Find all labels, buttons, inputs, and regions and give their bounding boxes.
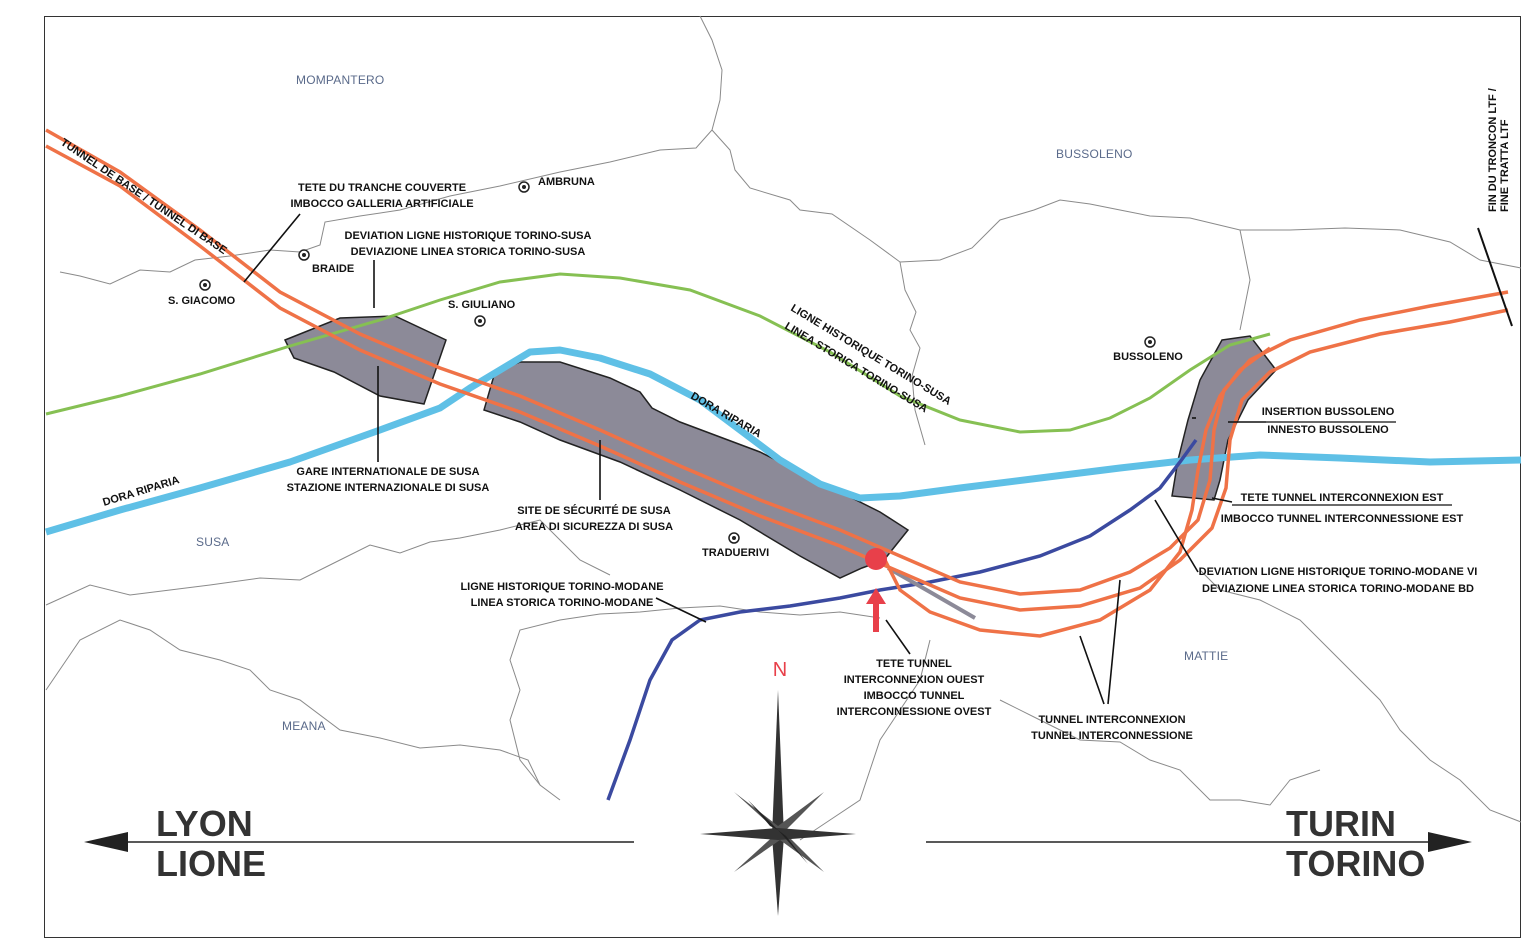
direction-lione: LIONE (156, 843, 266, 884)
compass-north-label: N (773, 659, 787, 681)
place-traduerivi: TRADUERIVI (702, 547, 769, 559)
historic-line-torino-modane (606, 438, 1198, 801)
place-braide: BRAIDE (312, 263, 354, 275)
label-insertion-1: INSERTION BUSSOLENO (1262, 406, 1395, 418)
label-site-1: SITE DE SÉCURITÉ DE SUSA (517, 504, 670, 517)
label-tete-ouest-1: TETE TUNNEL (876, 658, 952, 670)
direction-torino: TORINO (1286, 843, 1425, 884)
label-deviation-susa-1: DEVIATION LIGNE HISTORIQUE TORINO-SUSA (345, 230, 592, 242)
label-tunnel-inter-2: TUNNEL INTERCONNESSIONE (1031, 730, 1193, 742)
label-dev-modane-2: DEVIAZIONE LINEA STORICA TORINO-MODANE B… (1202, 583, 1474, 595)
label-modane-2: LINEA STORICA TORINO-MODANE (471, 597, 654, 609)
braide-marker (298, 249, 310, 261)
town-susa: SUSA (196, 535, 229, 549)
insertion-site-polygon (1171, 335, 1277, 501)
label-ligne-susa-1: LIGNE HISTORIQUE TORINO-SUSA (788, 302, 953, 407)
ambruna-marker (518, 181, 530, 193)
securite-site-polygon (483, 361, 910, 579)
west-arrow-icon (84, 832, 128, 852)
town-meana: MEANA (282, 719, 326, 733)
label-ligne-susa-2: LINEA STORICA TORINO-SUSA (782, 320, 929, 415)
label-fin-1: FIN DU TRONCON LTF / (1487, 88, 1499, 212)
label-tete-ouest-2: INTERCONNEXION OUEST (844, 674, 985, 686)
deviation-modane-segment (887, 566, 977, 620)
label-site-2: AREA DI SICUREZZA DI SUSA (515, 521, 673, 533)
tunnel-interconnexion (882, 346, 1272, 638)
place-markers (199, 181, 1156, 544)
label-dev-modane-1: DEVIATION LIGNE HISTORIQUE TORINO-MODANE… (1199, 566, 1478, 578)
label-tete-ouest-4: INTERCONNESSIONE OVEST (837, 706, 992, 718)
traduerivi-marker (728, 532, 740, 544)
tete-ouest-marker (865, 548, 887, 632)
east-arrow-icon (1428, 832, 1472, 852)
town-bussoleno: BUSSOLENO (1056, 147, 1133, 161)
municipal-boundaries (45, 15, 1522, 841)
label-tete-tranche-1: TETE DU TRANCHE COUVERTE (298, 182, 466, 194)
label-modane-1: LIGNE HISTORIQUE TORINO-MODANE (460, 581, 663, 593)
label-gare-1: GARE INTERNATIONALE DE SUSA (296, 466, 479, 478)
fin-troncon-line (1477, 227, 1513, 327)
direction-lyon: LYON (156, 803, 253, 844)
label-tete-ouest-3: IMBOCCO TUNNEL (864, 690, 965, 702)
label-tete-tranche-2: IMBOCCO GALLERIA ARTIFICIALE (290, 198, 473, 210)
s-giacomo-marker (199, 279, 211, 291)
label-fin-2: FINE TRATTA LTF (1499, 119, 1511, 212)
gare-site-polygon (283, 315, 447, 405)
label-tunnel-inter-1: TUNNEL INTERCONNEXION (1038, 714, 1185, 726)
place-bussoleno: BUSSOLENO (1113, 351, 1183, 363)
label-tete-est-1: TETE TUNNEL INTERCONNEXION EST (1241, 492, 1444, 504)
direction-turin: TURIN (1286, 803, 1396, 844)
direction-arrows (84, 832, 1472, 852)
compass-rose-icon (700, 690, 856, 916)
historic-line-torino-susa (45, 272, 1271, 434)
town-mompantero: MOMPANTERO (296, 73, 384, 87)
bussoleno-marker (1144, 336, 1156, 348)
leader-lines (243, 213, 1452, 705)
place-s-giacomo: S. GIACOMO (168, 295, 236, 307)
place-s-giuliano: S. GIULIANO (448, 299, 516, 311)
label-tete-est-2: IMBOCCO TUNNEL INTERCONNESSIONE EST (1221, 513, 1464, 525)
place-ambruna: AMBRUNA (538, 176, 595, 188)
label-tunnel-base: TUNNEL DE BASE / TUNNEL DI BASE (58, 137, 229, 257)
town-mattie: MATTIE (1184, 649, 1228, 663)
s-giuliano-marker (474, 315, 486, 327)
label-deviation-susa-2: DEVIAZIONE LINEA STORICA TORINO-SUSA (351, 246, 586, 258)
label-insertion-2: INNESTO BUSSOLENO (1267, 424, 1389, 436)
label-gare-2: STAZIONE INTERNAZIONALE DI SUSA (287, 482, 490, 494)
